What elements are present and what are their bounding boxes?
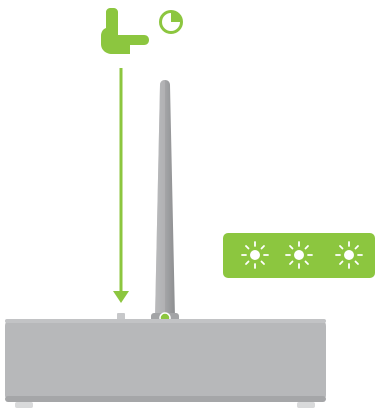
status-light-panel — [223, 233, 375, 278]
status-light-icon — [285, 241, 313, 269]
down-arrow-icon — [113, 68, 129, 303]
right-foot — [297, 402, 315, 408]
status-light-icon — [335, 241, 363, 269]
left-foot — [15, 402, 33, 408]
timer-icon — [159, 10, 183, 34]
pointing-hand-icon — [101, 8, 149, 54]
antenna — [155, 80, 175, 318]
router-icon — [5, 312, 326, 408]
status-light-icon — [241, 241, 269, 269]
